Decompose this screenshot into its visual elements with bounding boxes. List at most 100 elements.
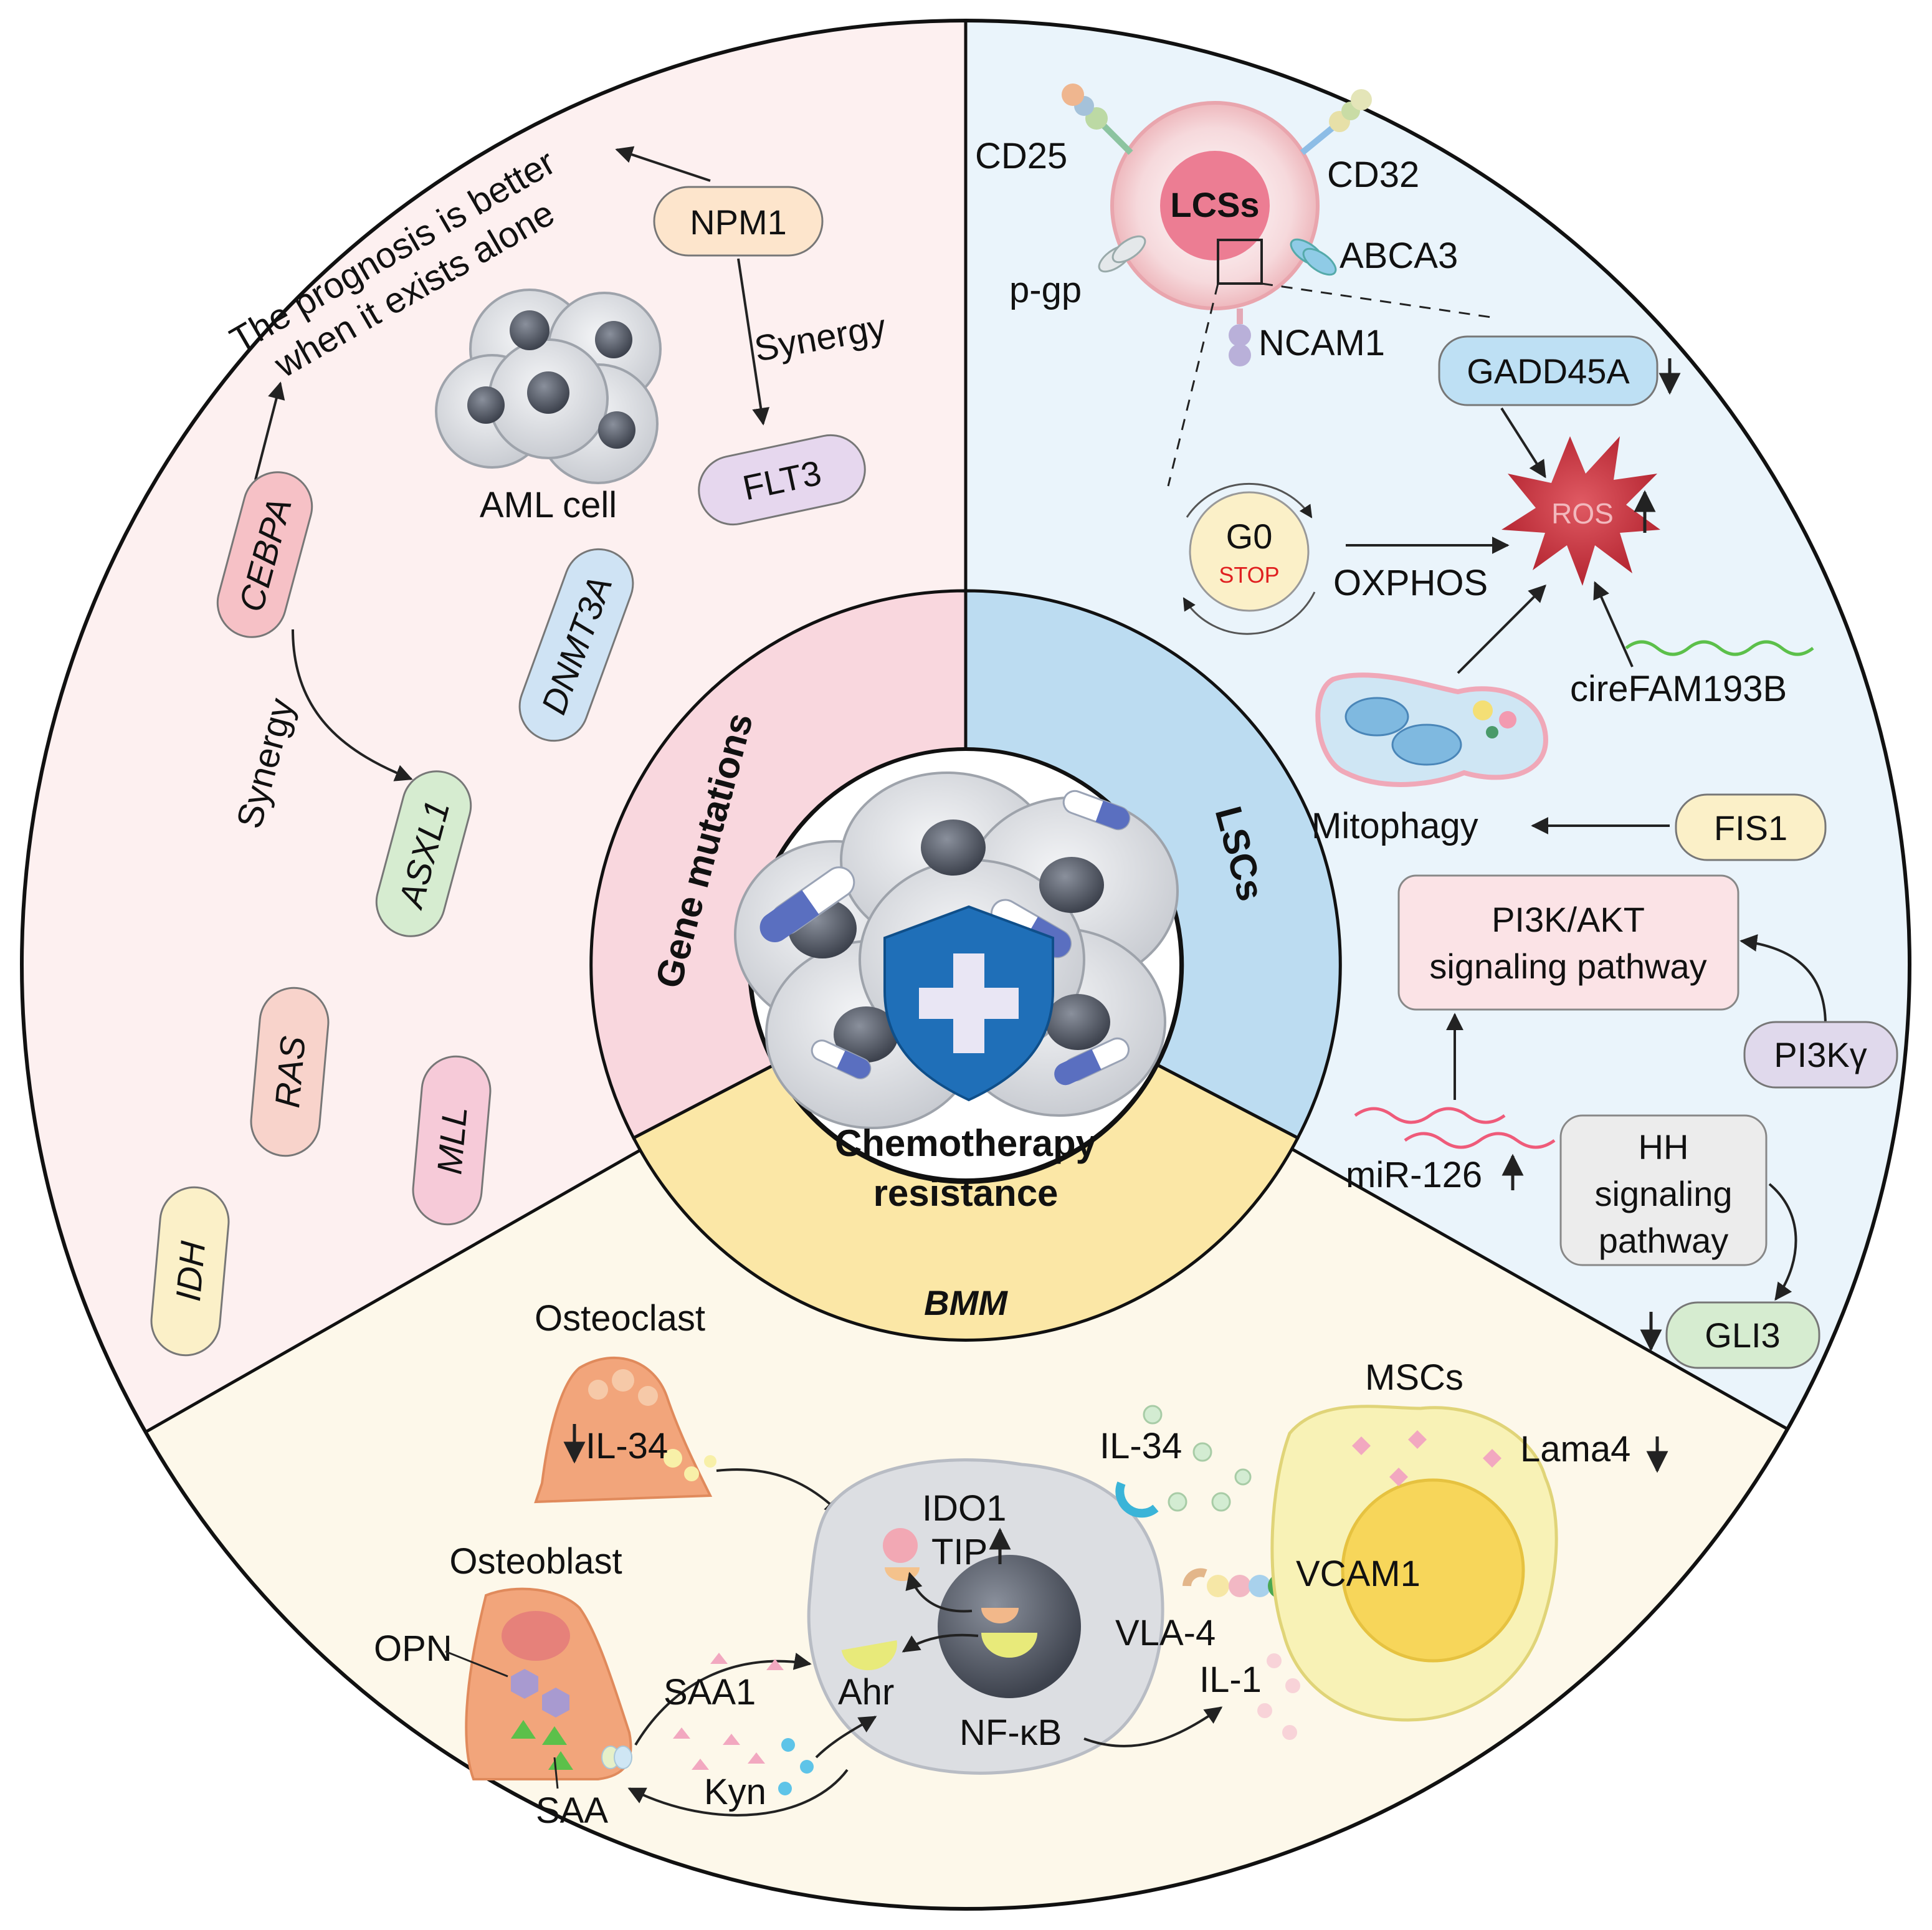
lscs-content: LCSs CD25 CD32 p-gp ABCA3 NCAM1 [975,84,1898,1369]
flt3-pill: FLT3 [698,434,866,526]
saa-label: SAA [536,1790,608,1831]
transporter-abca3 [1290,238,1337,276]
outer-circle [20,19,1911,1911]
osteoclast-label: Osteoclast [535,1298,705,1339]
bmm-content: Osteoclast IL-34 IDO1 TIP Ahr NF-κB [374,1298,1668,1831]
il34-particles [1143,1405,1252,1512]
svg-text:LCSs: LCSs [1170,185,1259,224]
mitophagy-vesicle [1315,672,1548,787]
saa1-particles [673,1653,784,1770]
pi3kg-pill: PI3Kγ [1743,1021,1898,1089]
center-title-line1: Chemotherapy [835,1122,1097,1164]
svg-text:HH: HH [1639,1127,1689,1167]
arrow-cebpa-asxl1 [292,629,413,781]
arrow-npm1-prognosis [615,146,711,182]
svg-text:PI3K/AKT: PI3K/AKT [1492,900,1645,939]
arrow-hh-gli3 [1768,1183,1797,1301]
svg-text:MLL: MLL [429,1105,474,1176]
svg-text:signaling: signaling [1594,1174,1732,1213]
svg-text:PI3Kγ: PI3Kγ [1774,1035,1867,1074]
kyn-particles [778,1738,814,1795]
arrow-kyn-ahr [815,1716,877,1759]
cd32-label: CD32 [1327,155,1419,195]
svg-text:signaling pathway: signaling pathway [1429,947,1706,986]
arrow-nucleus-ido1 [905,1572,973,1613]
arrow-osteoclast-cell [716,1468,842,1516]
il1-label: IL-1 [1199,1660,1262,1700]
il1-particles [1257,1653,1300,1740]
receptor-ncam1 [1229,308,1251,366]
nfkb-label: NF-κB [959,1713,1062,1753]
il34-receptor [1115,1481,1159,1518]
mscs-label: MSCs [1365,1357,1463,1398]
gli3-pill: GLI3 [1665,1301,1820,1369]
il34-osteoclast-label: IL-34 [586,1426,668,1466]
svg-text:IDH: IDH [168,1240,212,1303]
abca3-label: ABCA3 [1340,236,1458,276]
center-illustration: Chemotherapy resistance [734,772,1179,1214]
aml-cell-label: AML cell [480,485,617,525]
mitophagy-label: Mitophagy [1311,806,1478,846]
arrow-pi3kg-pi3k [1739,934,1827,1026]
msc-cell [1270,1405,1558,1722]
ring-segment-bmm [631,1063,1300,1342]
idh-pill: IDH [150,1186,230,1357]
vcam1-label: VCAM1 [1296,1554,1420,1594]
zoom-line-left [1167,283,1219,487]
pi3k-akt-box: PI3K/AKT signaling pathway [1397,874,1739,1011]
svg-text:pathway: pathway [1599,1221,1729,1260]
oxphos-label: OXPHOS [1333,563,1488,603]
receptor-cd25 [1062,84,1133,155]
mll-pill: MLL [412,1055,492,1226]
ncam1-label: NCAM1 [1259,323,1385,363]
svg-text:STOP: STOP [1219,562,1279,588]
lcss-cell: LCSs [1110,101,1320,310]
svg-text:FIS1: FIS1 [1714,808,1787,848]
svg-text:GADD45A: GADD45A [1467,351,1630,391]
cirefam-label: cireFAM193B [1570,669,1787,709]
arrow-cirefam-ros [1593,581,1634,667]
cirefam-wave [1625,640,1814,656]
arrow-cebpa-prognosis [254,381,285,480]
pgp-label: p-gp [1009,270,1082,310]
gadd45a-pill: GADD45A [1438,335,1658,406]
mir126-label: miR-126 [1346,1155,1482,1195]
saa1-label: SAA1 [664,1672,756,1713]
arrow-osteoblast-ahr [634,1653,812,1746]
ring-label-bmm: BMM [924,1283,1008,1322]
gene-mutations-sector [22,21,966,1471]
plus-icon [919,953,1019,1053]
svg-text:NPM1: NPM1 [690,203,787,242]
hh-pathway-box: HH signaling pathway [1559,1114,1768,1266]
arrow-npm1-flt3 [737,258,770,426]
svg-text:GLI3: GLI3 [1705,1316,1780,1355]
aml-cell-cluster [435,289,662,484]
mir126-waves [1354,1107,1556,1149]
center-title-line2: resistance [873,1172,1059,1214]
svg-text:RAS: RAS [267,1034,313,1109]
opn-label: OPN [374,1628,452,1669]
cebpa-pill: CEBPA [216,471,313,638]
kyn-label: Kyn [704,1772,766,1812]
receptor-cd32 [1300,89,1372,155]
ido1-label: IDO1 [922,1488,1006,1529]
dnmt3a-pill: DNMT3A [518,548,634,742]
saa-pointer [553,1757,559,1789]
osteoblast-cell [465,1587,632,1780]
transporter-pgp [1098,235,1146,273]
svg-text:G0: G0 [1226,517,1273,556]
arrow-mitophagy-ros [1457,585,1546,674]
svg-text:ROS: ROS [1551,497,1614,530]
npm1-pill: NPM1 [653,186,824,257]
fis1-pill: FIS1 [1675,793,1827,861]
tip-label: TIP [931,1532,987,1572]
vla4-label: VLA-4 [1115,1613,1216,1653]
osteoblast-label: Osteoblast [449,1541,622,1582]
ahr-label: Ahr [838,1672,894,1713]
leukemic-cell [807,1458,1164,1775]
arrow-cell-osteoblast [627,1769,849,1817]
arrow-nucleus-ahr [902,1633,979,1653]
asxl1-pill: ASXL1 [375,770,472,937]
il34-cell-label: IL-34 [1100,1426,1182,1466]
